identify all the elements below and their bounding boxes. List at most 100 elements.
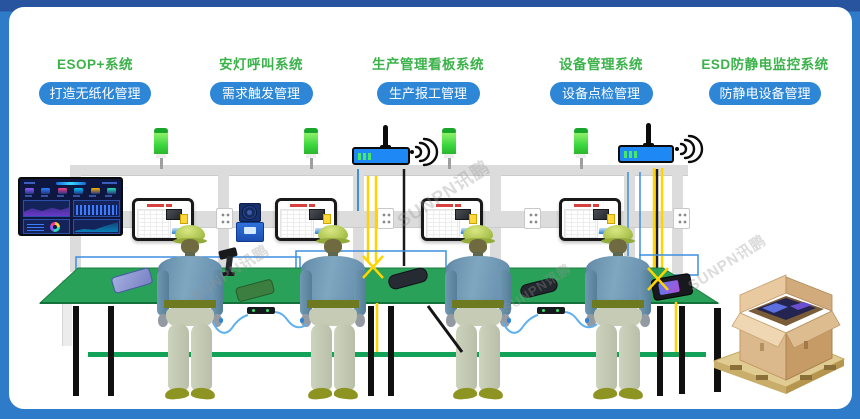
worker-figure (300, 224, 366, 404)
leg (311, 324, 332, 390)
system-title: ESD防静电监控系统 (701, 57, 829, 72)
belt (592, 300, 644, 308)
system-title: 生产管理看板系统 (372, 57, 484, 72)
tower-base (576, 154, 586, 158)
shoe (618, 386, 644, 401)
leg (191, 324, 212, 390)
table-leg (388, 306, 394, 396)
table-leg (108, 306, 114, 396)
arm (639, 270, 651, 316)
leg (596, 324, 617, 390)
hard-hat (318, 225, 348, 242)
sop-title (147, 204, 164, 207)
table-leg (679, 306, 685, 394)
router-led (368, 152, 371, 160)
tower-cap (304, 128, 318, 133)
router-antenna (646, 123, 651, 148)
andon-light-tower (304, 128, 318, 169)
dashboard-subtitle (24, 182, 35, 184)
shoe (190, 386, 216, 401)
system-tag-button[interactable]: 需求触发管理 (209, 82, 313, 105)
kpi-icon (57, 188, 67, 194)
neck (185, 252, 195, 258)
leg (479, 324, 500, 390)
shoe (452, 386, 478, 401)
router-led (358, 152, 361, 160)
leg (168, 324, 189, 390)
tower-base (306, 154, 316, 158)
system-group-esd: ESD防静电监控系统 防静电设备管理 (670, 53, 860, 105)
wrist-strap-monitor (537, 307, 565, 314)
esop-tablet (559, 198, 621, 241)
hard-hat (603, 225, 633, 242)
hard-hat (175, 225, 205, 242)
tower-stem (579, 158, 583, 169)
router-led (624, 150, 627, 158)
table-leg (657, 306, 663, 396)
tower-stem (159, 158, 163, 169)
table-leg (714, 308, 721, 392)
wrist-strap (585, 318, 589, 323)
neck (613, 252, 623, 258)
device-screen (244, 227, 256, 234)
shoe (307, 386, 333, 401)
device-fan (242, 205, 257, 220)
belt (307, 300, 359, 308)
led (556, 309, 559, 312)
sop-title (290, 204, 307, 207)
belt (164, 300, 216, 308)
sop-title (574, 204, 591, 207)
router-led (363, 152, 366, 160)
donut (50, 222, 60, 232)
router-body (352, 147, 410, 165)
belt (452, 300, 504, 308)
head (609, 239, 627, 254)
dashboard-title-bar (55, 182, 86, 185)
sop-table (137, 209, 171, 238)
tower-cap (442, 128, 456, 133)
router-body (618, 145, 674, 163)
head (181, 239, 199, 254)
router-led (634, 150, 637, 158)
table-leg (73, 306, 79, 396)
system-tag-button[interactable]: 打造无纸化管理 (39, 82, 151, 105)
hand (640, 314, 650, 327)
wrist-strap (300, 318, 304, 323)
system-title: 安灯呼叫系统 (219, 57, 303, 72)
andon-light-tower (574, 128, 588, 169)
dashboard-kpi-labels (25, 195, 116, 197)
warning-label (607, 214, 615, 224)
dashboard-donut-chart (23, 219, 70, 234)
hand (355, 314, 365, 327)
tower-cap (154, 128, 168, 133)
leg (619, 324, 640, 390)
tower-base (156, 154, 166, 158)
router-led (629, 150, 632, 158)
esd-monitor-device (236, 203, 264, 243)
dashboard-kpi-row (25, 188, 116, 194)
system-group-equipment: 设备管理系统 设备点检管理 (506, 53, 696, 105)
tower-cap (574, 128, 588, 133)
system-tag-button[interactable]: 生产报工管理 (376, 82, 480, 105)
sop-subtitle (593, 204, 599, 207)
led (266, 309, 269, 312)
left-lower-post (62, 280, 72, 346)
power-outlet (673, 208, 690, 229)
system-tag-button[interactable]: 防静电设备管理 (709, 82, 821, 105)
worker-figure (585, 224, 651, 404)
dashboard-line-chart (73, 219, 120, 234)
sop-subtitle (309, 204, 315, 207)
leg (456, 324, 477, 390)
hand (158, 314, 168, 327)
leg (334, 324, 355, 390)
system-tag-button[interactable]: 设备点检管理 (549, 82, 653, 105)
table-leg (368, 306, 374, 396)
kanban-dashboard-screen (18, 177, 123, 236)
tower-light (442, 133, 456, 154)
led (252, 309, 255, 312)
sop-title (436, 204, 453, 207)
kpi-icon (74, 188, 84, 194)
power-outlet (524, 208, 541, 229)
dashboard-subtitle (102, 182, 117, 184)
shoe (164, 386, 190, 401)
